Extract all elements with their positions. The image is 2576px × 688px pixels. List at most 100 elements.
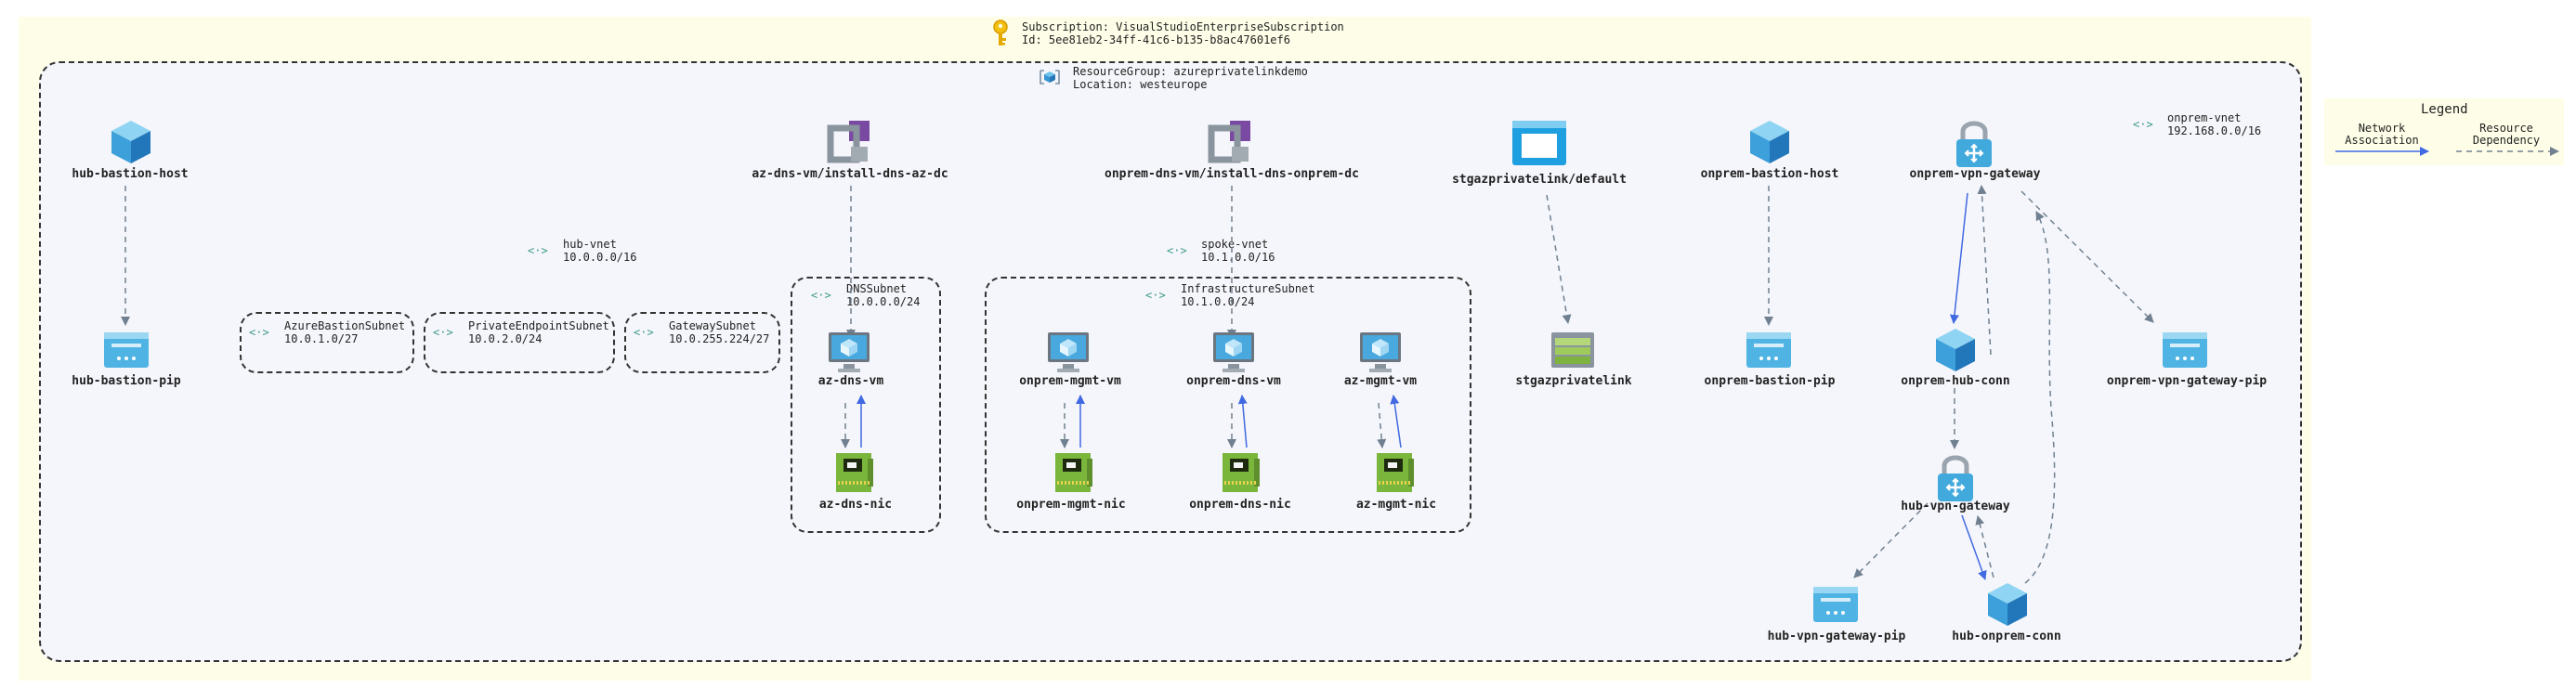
- node-onprem-bastion-pip: onprem-bastion-pip: [1704, 374, 1836, 388]
- hub-vpn-gateway-icon: [1938, 455, 1973, 501]
- dns-subnet-icon: <·>: [811, 289, 831, 302]
- storage-account-icon: [1551, 332, 1594, 368]
- infrastructure-subnet-icon: <·>: [1145, 289, 1166, 302]
- onprem-vnet-cidr: 192.168.0.0/16: [2167, 124, 2262, 137]
- resource-group-container: [39, 61, 2302, 662]
- node-az-dns-vm: az-dns-vm: [817, 374, 884, 388]
- resource-group-title: ResourceGroup: azureprivatelinkdemo: [1073, 65, 1308, 78]
- onprem-vnet-icon: <·>: [2133, 118, 2153, 131]
- hub-vpn-gateway-pip-icon: [1813, 587, 1858, 622]
- onprem-dns-extension-icon: [1208, 121, 1250, 163]
- legend-resource-line1: Resource: [2479, 122, 2533, 135]
- gateway-subnet-icon: <·>: [634, 326, 654, 339]
- node-onprem-dns-vm: onprem-dns-vm: [1186, 374, 1281, 388]
- onprem-dns-vm-icon: [1213, 332, 1254, 372]
- onprem-vpn-gateway-icon: [1956, 121, 1992, 167]
- node-onprem-vpn-gateway-pip: onprem-vpn-gateway-pip: [2106, 374, 2268, 388]
- edge-onprem-hub-conn-to-onprem-gateway: [1977, 185, 1992, 356]
- node-storage: stgazprivatelink: [1515, 374, 1632, 388]
- node-hub-vpn-gateway-pip: hub-vpn-gateway-pip: [1767, 630, 1906, 643]
- az-dns-extension-icon: [827, 121, 870, 163]
- onprem-mgmt-vm-icon: [1048, 332, 1089, 372]
- edge-storage-default-to-storage: [1546, 194, 1572, 324]
- node-hub-onprem-conn: hub-onprem-conn: [1952, 630, 2061, 643]
- dns-subnet-name: DNSSubnet: [846, 282, 908, 295]
- azure-bastion-subnet: [240, 312, 414, 373]
- resource-group-icon: [1040, 70, 1060, 84]
- infrastructure-subnet-cidr: 10.1.0.0/24: [1181, 295, 1255, 308]
- gateway-subnet-name: GatewaySubnet: [669, 319, 756, 332]
- node-hub-vpn-gateway: hub-vpn-gateway: [1901, 500, 2010, 513]
- azure-bastion-subnet-icon: <·>: [249, 326, 269, 339]
- hub-vnet-icon: <·>: [528, 244, 548, 257]
- node-onprem-bastion-host: onprem-bastion-host: [1700, 167, 1839, 181]
- edge-hub-onprem-conn-to-onprem-gateway: [2024, 211, 2056, 584]
- legend-network-label: Network Association: [2337, 123, 2426, 147]
- hub-bastion-pip-icon: [104, 332, 149, 368]
- node-az-dns-nic: az-dns-nic: [818, 498, 893, 512]
- storage-container-icon: [1512, 121, 1566, 165]
- spoke-vnet-icon: <·>: [1167, 244, 1187, 257]
- svg-text:<·>: <·>: [433, 326, 453, 339]
- subscription-id: Id: 5ee81eb2-34ff-41c6-b135-b8ac47601ef6: [1022, 33, 1290, 46]
- node-onprem-vpn-gateway: onprem-vpn-gateway: [1909, 167, 2041, 181]
- gateway-subnet: [624, 312, 780, 373]
- node-storage-default: stgazprivatelink/default: [1452, 173, 1627, 187]
- node-az-dns-install: az-dns-vm/install-dns-az-dc: [752, 167, 948, 181]
- dns-subnet: [791, 277, 941, 533]
- private-endpoint-subnet-name: PrivateEndpointSubnet: [468, 319, 609, 332]
- onprem-hub-conn-cube-icon: [1936, 329, 1975, 371]
- edge-onprem-gateway-to-onprem-hub-conn: [1949, 192, 1968, 324]
- private-endpoint-subnet-icon: <·>: [433, 326, 453, 339]
- resource-group-location: Location: westeurope: [1073, 78, 1208, 91]
- onprem-dns-nic-icon: [1223, 453, 1260, 492]
- edge-hub-gateway-to-pip: [1853, 502, 1929, 578]
- azure-bastion-subnet-name: AzureBastionSubnet: [284, 319, 406, 332]
- hub-vnet-name: hub-vnet: [563, 238, 617, 251]
- edge-hub-gateway-to-hub-onprem-conn: [1961, 514, 1987, 580]
- legend-resource-label: Resource Dependency: [2462, 123, 2551, 147]
- az-mgmt-nic-icon: [1377, 453, 1414, 492]
- key-icon: [993, 19, 1008, 45]
- node-onprem-dns-install: onprem-dns-vm/install-dns-onprem-dc: [1105, 167, 1359, 181]
- az-dns-vm-icon: [829, 332, 870, 372]
- svg-text:<·>: <·>: [528, 244, 548, 257]
- svg-text:<·>: <·>: [2133, 118, 2153, 131]
- node-onprem-mgmt-vm: onprem-mgmt-vm: [1019, 374, 1121, 388]
- node-onprem-dns-nic: onprem-dns-nic: [1189, 498, 1291, 512]
- edge-az-mgmt-nic-to-vm: [1390, 395, 1402, 448]
- svg-text:<·>: <·>: [1145, 289, 1166, 302]
- infrastructure-subnet: [985, 277, 1471, 533]
- node-onprem-hub-conn: onprem-hub-conn: [1901, 374, 2010, 388]
- legend-lines: [2335, 147, 2559, 156]
- onprem-vnet-name: onprem-vnet: [2167, 111, 2242, 124]
- legend-resource-line2: Dependency: [2472, 134, 2541, 147]
- edge-onprem-dns-nic-to-vm: [1237, 395, 1248, 448]
- dns-subnet-cidr: 10.0.0.0/24: [846, 295, 921, 308]
- legend: [2324, 98, 2564, 165]
- edge-hub-onprem-conn-to-hub-gateway: [1975, 515, 1994, 578]
- gateway-subnet-cidr: 10.0.255.224/27: [669, 332, 770, 345]
- infrastructure-subnet-name: InfrastructureSubnet: [1181, 282, 1315, 295]
- svg-text:<·>: <·>: [634, 326, 654, 339]
- azure-bastion-subnet-cidr: 10.0.1.0/27: [284, 332, 359, 345]
- edge-az-mgmt-vm-to-nic: [1377, 402, 1387, 448]
- private-endpoint-subnet: [424, 312, 615, 373]
- svg-text:<·>: <·>: [811, 289, 831, 302]
- node-onprem-mgmt-nic: onprem-mgmt-nic: [1016, 498, 1126, 512]
- onprem-bastion-pip-icon: [1746, 332, 1791, 368]
- node-az-mgmt-nic: az-mgmt-nic: [1355, 498, 1437, 512]
- svg-text:<·>: <·>: [1167, 244, 1187, 257]
- svg-text:<·>: <·>: [249, 326, 269, 339]
- legend-network-line1: Network: [2358, 122, 2406, 135]
- subscription-title: Subscription: VisualStudioEnterpriseSubs…: [1022, 20, 1344, 33]
- node-hub-bastion-host: hub-bastion-host: [72, 167, 189, 181]
- node-hub-bastion-pip: hub-bastion-pip: [72, 374, 181, 388]
- onprem-bastion-host-cube-icon: [1750, 121, 1789, 163]
- spoke-vnet-name: spoke-vnet: [1201, 238, 1269, 251]
- onprem-vpn-gateway-pip-icon: [2163, 332, 2207, 368]
- edge-onprem-vpn-gateway-to-pip: [2020, 190, 2154, 323]
- az-mgmt-vm-icon: [1360, 332, 1401, 372]
- hub-onprem-conn-cube-icon: [1988, 583, 2027, 626]
